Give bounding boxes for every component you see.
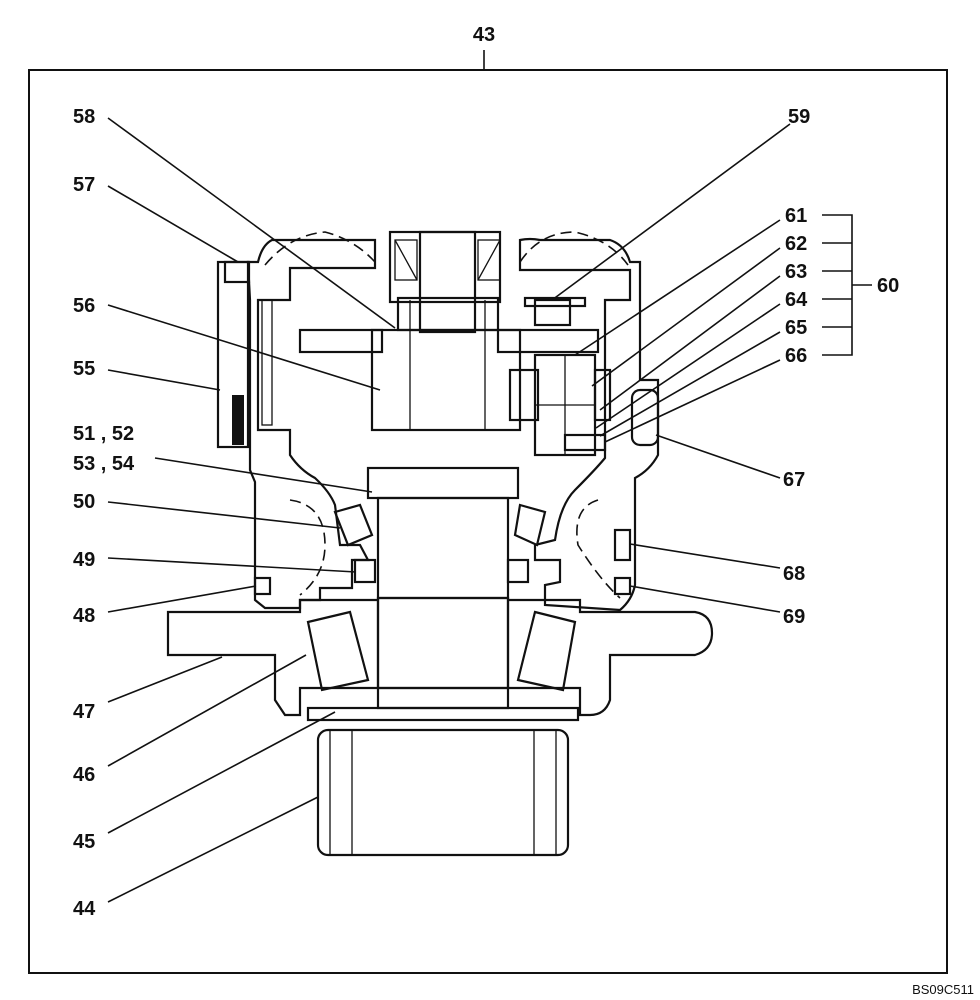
callout-58: 58	[73, 106, 95, 128]
leader-67	[655, 434, 781, 479]
callout-47: 47	[73, 701, 95, 723]
leader-46	[107, 654, 307, 767]
assembly-number-label: 43	[473, 24, 495, 46]
leader-69	[629, 585, 781, 613]
leader-65	[599, 331, 781, 437]
callout-48: 48	[73, 605, 95, 627]
callout-67: 67	[783, 469, 805, 491]
callout-44: 44	[73, 898, 96, 920]
callout-45: 45	[73, 831, 95, 853]
callout-66: 66	[785, 345, 807, 367]
leader-68	[629, 543, 781, 569]
callout-57: 57	[73, 174, 95, 196]
callout-61: 61	[785, 205, 807, 227]
callout-49: 49	[73, 549, 95, 571]
leader-48	[107, 585, 257, 613]
leader-63	[599, 275, 781, 411]
leader-55	[107, 369, 221, 391]
leader-53-54	[154, 457, 373, 493]
callout-60: 60	[877, 275, 899, 297]
leader-50	[107, 501, 341, 529]
callout-55: 55	[73, 358, 95, 380]
leader-45	[107, 711, 336, 834]
callout-68: 68	[783, 563, 805, 585]
callout-51-52: 51 , 52	[73, 423, 134, 445]
leader-57	[107, 185, 239, 263]
leader-66	[604, 359, 781, 443]
drawing-frame	[28, 69, 948, 974]
callout-64: 64	[785, 289, 808, 311]
callout-63: 63	[785, 261, 807, 283]
leader-64	[595, 303, 781, 429]
callout-65: 65	[785, 317, 807, 339]
figure-code: BS09C511	[912, 982, 974, 997]
leader-61	[574, 219, 781, 356]
callout-46: 46	[73, 764, 95, 786]
callout-62: 62	[785, 233, 807, 255]
leader-59	[551, 123, 791, 301]
leader-49	[107, 557, 357, 573]
callout-69: 69	[783, 606, 805, 628]
motor-cross-section	[166, 230, 714, 857]
callout-53-54: 53 , 54	[73, 453, 135, 475]
leader-62	[591, 247, 781, 387]
callout-50: 50	[73, 491, 95, 513]
leader-44	[107, 796, 319, 903]
callout-56: 56	[73, 295, 95, 317]
leader-47	[107, 656, 223, 703]
left-callouts: 58 57 56 55 51 , 52 53 , 54 50 49 48 47 …	[73, 106, 396, 920]
right-callouts: 59 61 62 63 64 65 66 60 67 68 69	[551, 106, 899, 628]
leader-58	[107, 117, 396, 329]
leader-56	[107, 304, 381, 391]
group-60-bracket	[822, 214, 872, 356]
callout-59: 59	[788, 106, 810, 128]
